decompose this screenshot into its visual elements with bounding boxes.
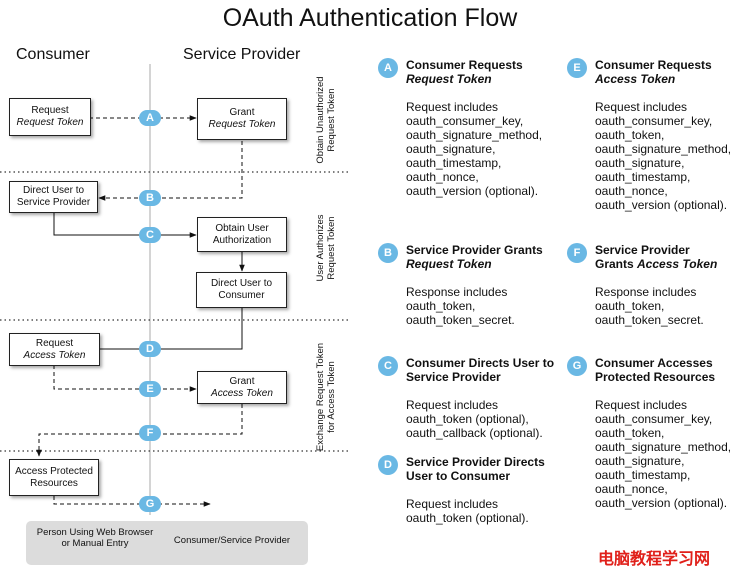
box-request-access-token: Request Access Token [9, 333, 100, 366]
step-g-badge: G [567, 356, 587, 376]
step-a-description: Consumer Requests Request Token Request … [406, 58, 543, 198]
step-d-badge: D [378, 455, 398, 475]
step-e-description: Consumer Requests Access Token Request i… [595, 58, 732, 212]
badge-f: F [139, 425, 161, 441]
consumer-column-heading: Consumer [16, 46, 90, 63]
box-direct-user-to-service-provider: Direct User to Service Provider [9, 181, 98, 213]
box-grant-request-token: Grant Request Token [197, 98, 287, 140]
arrow-c [53, 213, 197, 238]
step-a-badge: A [378, 58, 398, 78]
step-f-description: Service Provider Grants Access Token Res… [595, 243, 718, 327]
box-grant-access-token: Grant Access Token [197, 371, 287, 404]
box-access-protected-resources: Access Protected Resources [9, 459, 99, 496]
diagram-title: OAuth Authentication Flow [222, 4, 518, 32]
box-obtain-user-authorization: Obtain User Authorization [197, 217, 287, 252]
badge-c: C [139, 227, 161, 243]
badge-b: B [139, 190, 161, 206]
badge-a: A [139, 110, 161, 126]
step-d-description: Service Provider Directs User to Consume… [406, 455, 545, 525]
badge-g: G [139, 496, 161, 512]
step-b-badge: B [378, 243, 398, 263]
site-watermark: 电脑教程学习网 [598, 549, 711, 568]
arrow-d [88, 307, 243, 352]
box-direct-user-to-consumer: Direct User to Consumer [196, 272, 287, 308]
step-g-description: Consumer Accesses Protected Resources Re… [595, 356, 732, 510]
step-f-badge: F [567, 243, 587, 263]
badge-e: E [139, 381, 161, 397]
legend-server-label: Consumer/Service Provider [173, 535, 291, 546]
step-c-badge: C [378, 356, 398, 376]
box-request-request-token: Request Request Token [9, 98, 91, 136]
arrow-f [36, 404, 243, 457]
legend [26, 521, 308, 565]
badge-d: D [139, 341, 161, 357]
arrow-b [98, 141, 243, 201]
provider-column-heading: Service Provider [183, 46, 301, 63]
step-b-description: Service Provider Grants Request Token Re… [406, 243, 543, 327]
legend-browser-label: Person Using Web Browser or Manual Entry [36, 527, 154, 549]
arrow-e [53, 365, 197, 392]
step-e-badge: E [567, 58, 587, 78]
step-c-description: Consumer Directs User to Service Provide… [406, 356, 555, 440]
arrow-g [53, 496, 211, 507]
